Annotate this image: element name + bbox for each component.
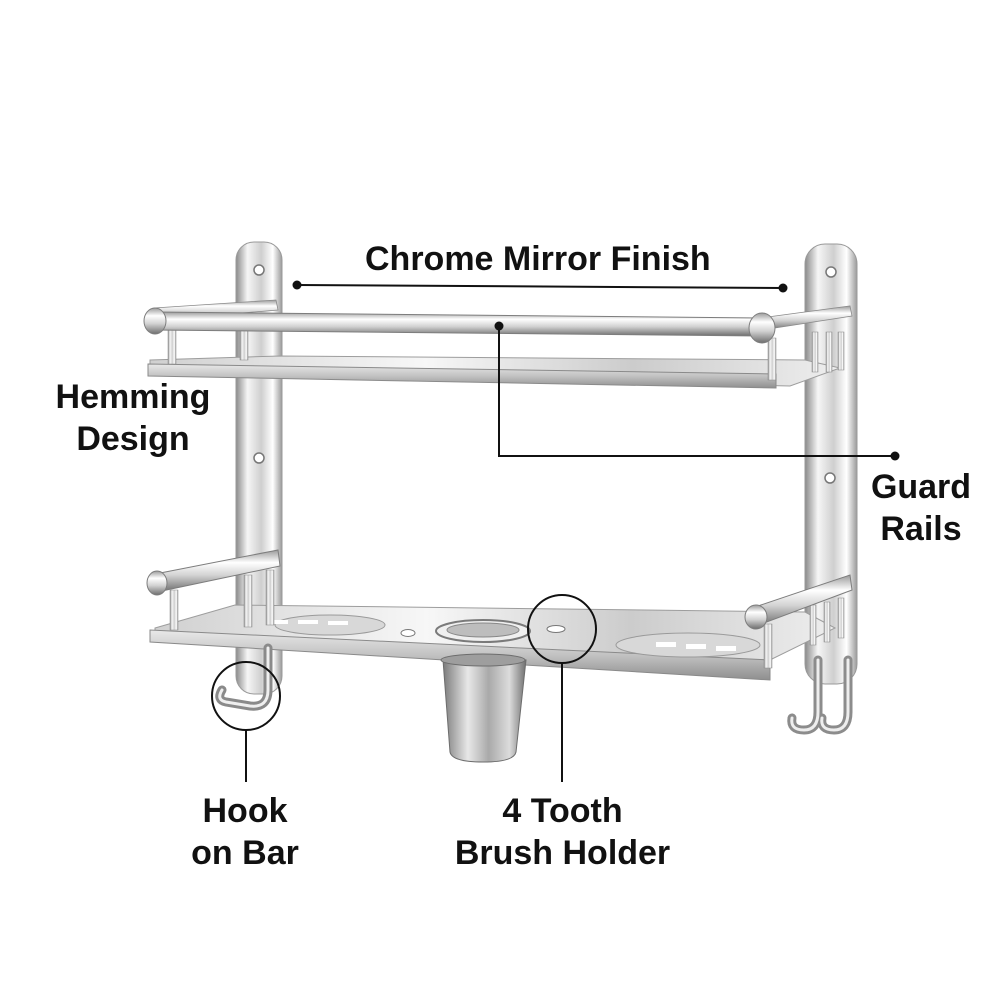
label-guard-line1: Guard (870, 468, 972, 506)
label-hemming-line1: Hemming (55, 378, 211, 416)
callout-brush-marker (527, 594, 597, 782)
label-hemming-line2: Design (76, 420, 190, 458)
label-hook-line2: on Bar (191, 834, 299, 872)
left-hook (215, 643, 273, 711)
callout-hook-marker (211, 661, 281, 782)
label-brush-line2: Brush Holder (454, 834, 671, 872)
label-brush-line1: 4 Tooth (502, 792, 623, 830)
label-tooth-brush-holder: 4 Tooth Brush Holder (440, 790, 685, 874)
callout-chrome-line (292, 280, 788, 293)
tumbler-cup (440, 653, 527, 763)
top-shelf (143, 299, 853, 389)
label-guard-line2: Rails (880, 510, 962, 548)
label-chrome-mirror-finish: Chrome Mirror Finish (365, 238, 711, 280)
callout-guard-rails-line (494, 321, 900, 461)
label-chrome-text: Chrome Mirror Finish (365, 240, 711, 278)
label-hook-line1: Hook (202, 792, 288, 830)
label-guard-rails: Guard Rails (866, 466, 976, 550)
label-hemming-design: Hemming Design (48, 376, 218, 460)
label-hook-on-bar: Hook on Bar (180, 790, 310, 874)
